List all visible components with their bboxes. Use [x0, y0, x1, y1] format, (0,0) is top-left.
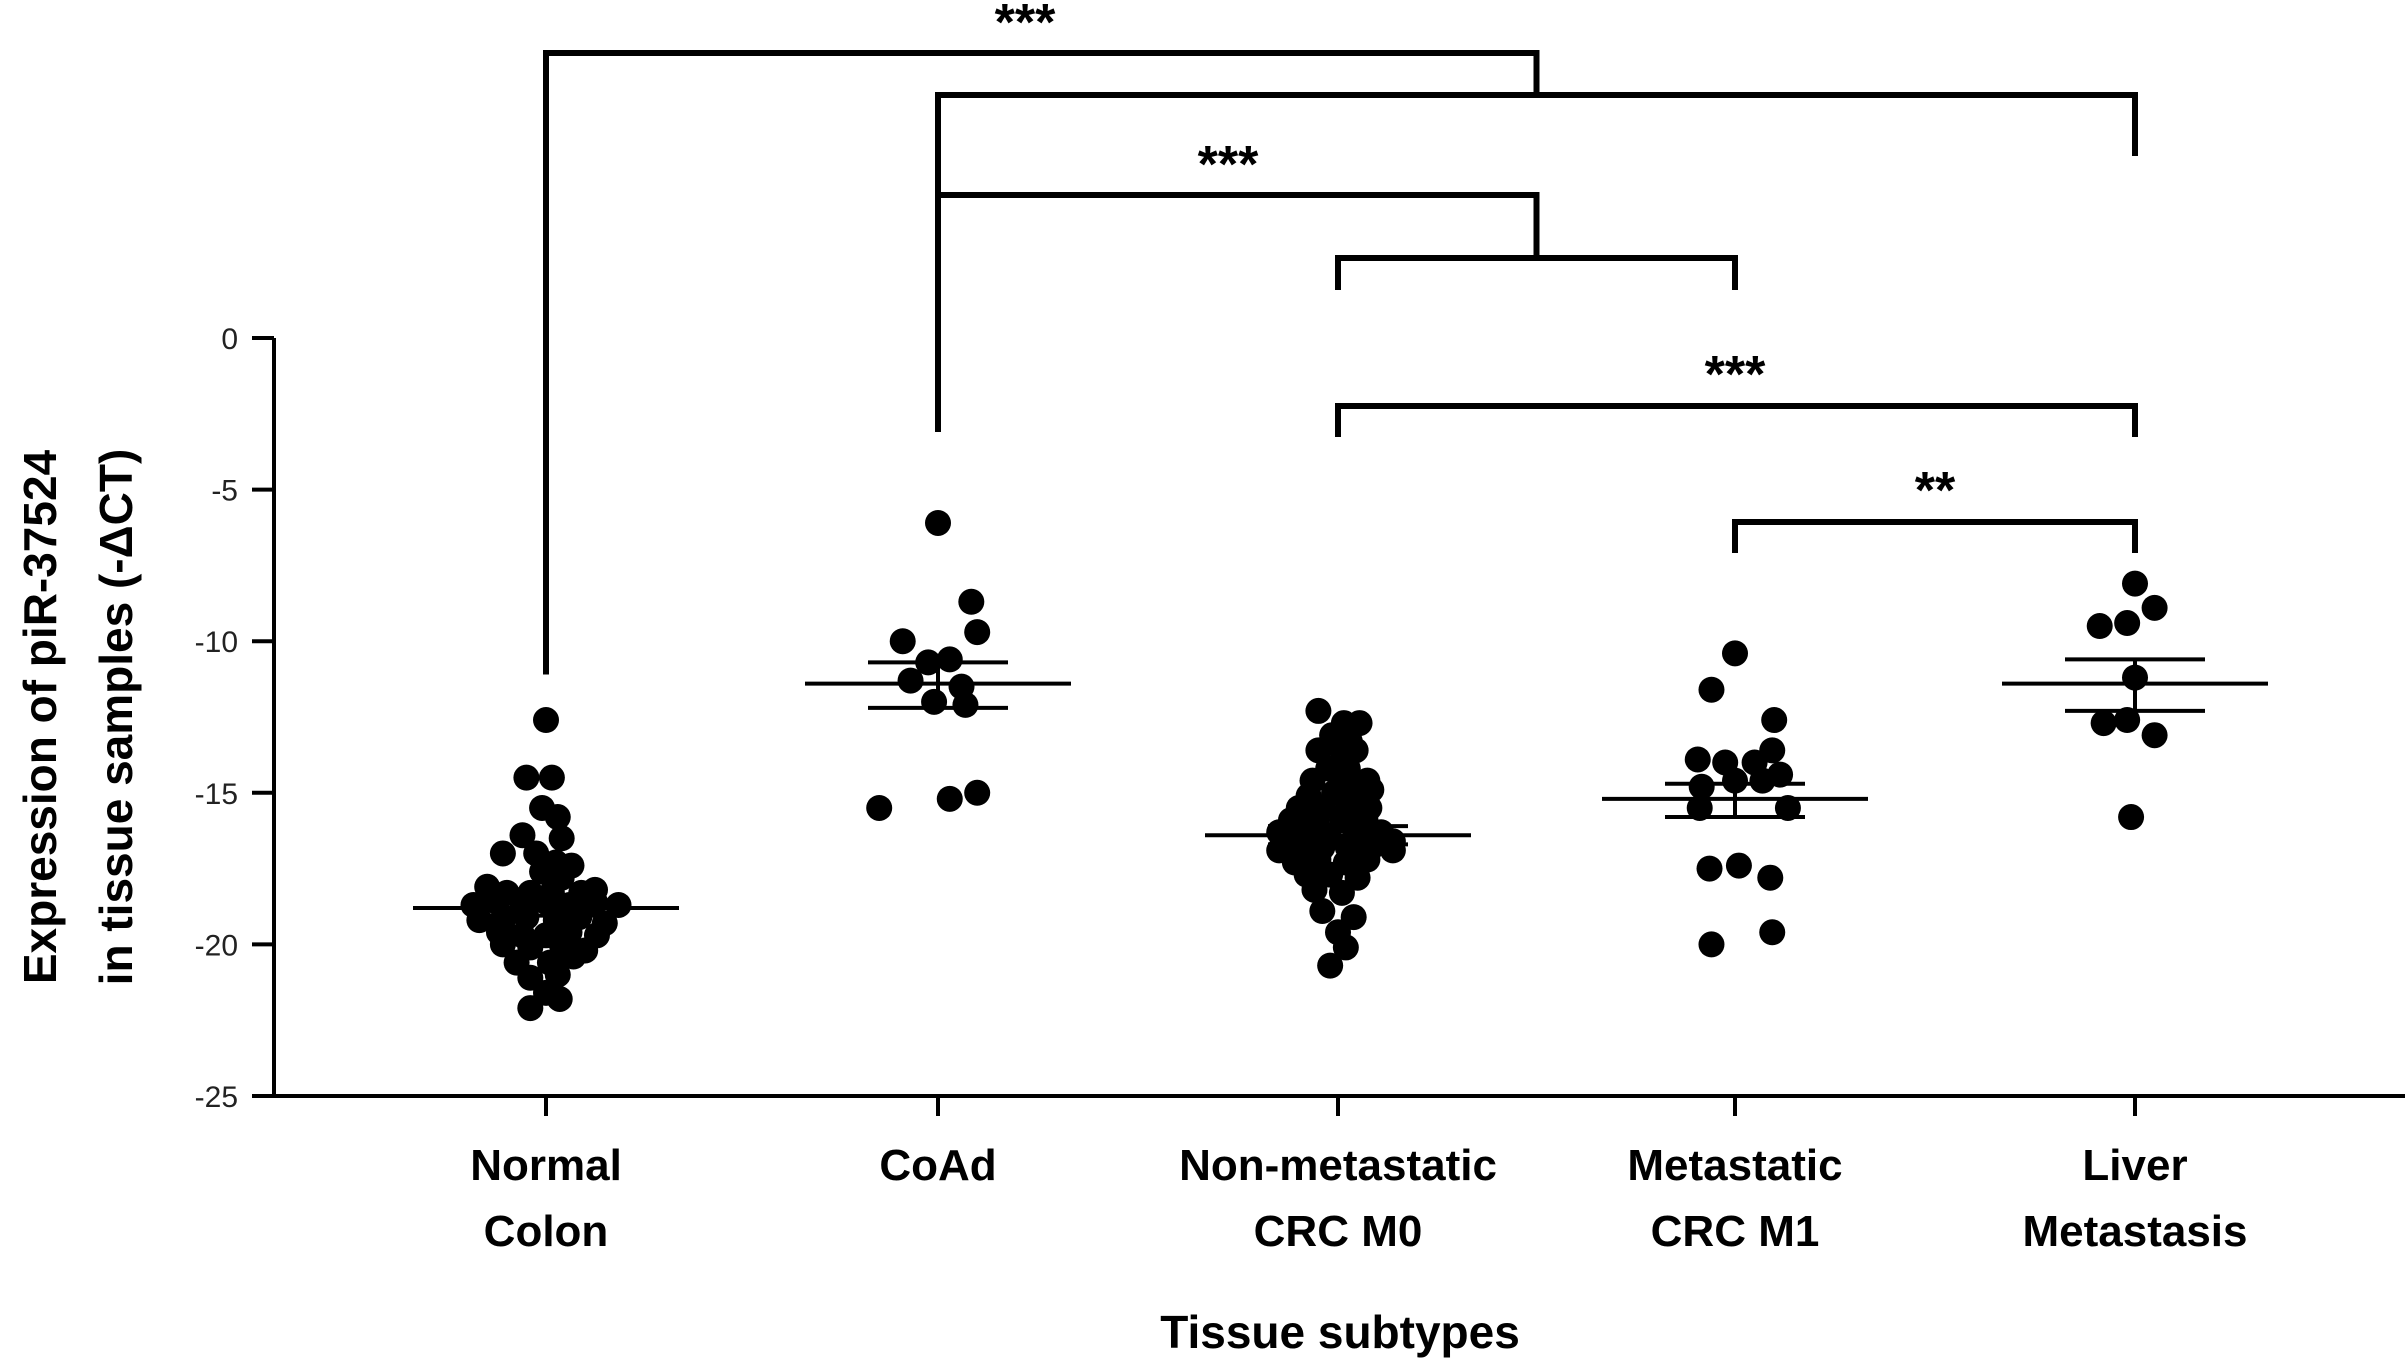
- data-point: [560, 943, 587, 970]
- data-point: [1328, 879, 1355, 906]
- bracket-line: [1732, 519, 2138, 553]
- y-tick-label: -25: [195, 1081, 238, 1114]
- data-point: [964, 619, 991, 646]
- data-point: [2141, 722, 2168, 749]
- data-point: [1684, 746, 1711, 773]
- data-point: [1698, 676, 1725, 703]
- data-point: [2086, 613, 2113, 640]
- data-point: [513, 764, 540, 791]
- significance-brackets: ***********: [543, 0, 2138, 675]
- data-point: [489, 840, 516, 867]
- data-point: [1686, 794, 1713, 821]
- category-label-line: Non-metastatic: [1179, 1141, 1497, 1190]
- data-point: [1722, 640, 1748, 667]
- data-point: [2122, 570, 2148, 597]
- data-point: [1722, 767, 1748, 794]
- data-point: [952, 691, 979, 718]
- data-point: [2114, 707, 2141, 734]
- data-point: [936, 785, 963, 812]
- significance-label: ***: [1705, 346, 1766, 404]
- data-point: [509, 822, 536, 849]
- data-point: [964, 779, 991, 806]
- y-tick-label: -20: [195, 929, 238, 962]
- category-label: CoAd: [879, 1141, 996, 1190]
- category-label-line: Liver: [2082, 1141, 2187, 1190]
- data-point: [921, 688, 948, 715]
- data-point: [1309, 898, 1336, 925]
- data-point: [548, 825, 575, 852]
- y-axis-title-line: in tissue samples (-ΔCT): [90, 449, 142, 986]
- data-point: [538, 764, 565, 791]
- data-point: [2114, 610, 2141, 637]
- mean-sem-bars: [413, 657, 2268, 918]
- bracket-line: [1335, 255, 1738, 290]
- data-point: [1317, 952, 1344, 979]
- data-point: [897, 667, 924, 694]
- bracket-line: [935, 92, 2138, 432]
- data-point: [544, 804, 571, 831]
- data-point: [517, 995, 544, 1022]
- y-tick-label: -10: [195, 626, 238, 659]
- category-label-line: CRC M0: [1254, 1207, 1423, 1256]
- data-point: [1698, 931, 1725, 958]
- x-axis-title: Tissue subtypes: [1160, 1306, 1520, 1358]
- data-point: [1757, 864, 1784, 891]
- data-point: [1332, 934, 1359, 961]
- data-point: [529, 858, 556, 885]
- y-axis-title-line: Expression of piR-37524: [14, 449, 66, 984]
- data-point: [866, 794, 893, 821]
- category-label-line: Colon: [484, 1207, 609, 1256]
- category-label-line: Metastatic: [1627, 1141, 1842, 1190]
- data-point: [2090, 710, 2117, 737]
- data-point: [2141, 594, 2168, 621]
- data-point: [1725, 852, 1752, 879]
- y-tick-label: -15: [195, 778, 238, 811]
- y-tick-label: 0: [221, 323, 238, 356]
- data-point: [1301, 876, 1328, 903]
- category-label-line: Normal: [470, 1141, 622, 1190]
- significance-label: ***: [995, 0, 1056, 52]
- data-point: [936, 646, 963, 673]
- significance-label: ***: [1198, 136, 1259, 194]
- data-point: [1761, 707, 1788, 734]
- data-point: [1774, 794, 1801, 821]
- axes: 0 -5 -10 -15 -20 -25: [195, 323, 2405, 1116]
- bracket-line: [543, 50, 1540, 675]
- category-label-line: CoAd: [879, 1141, 996, 1190]
- data-point: [1696, 855, 1723, 882]
- data-point: [1379, 837, 1406, 864]
- data-point: [533, 707, 559, 734]
- data-point: [925, 509, 951, 536]
- data-point: [1759, 919, 1786, 946]
- data-point: [1688, 773, 1715, 800]
- data-point: [1767, 761, 1794, 788]
- y-tick-label: -5: [211, 475, 238, 508]
- data-point: [1759, 737, 1786, 764]
- data-points: [460, 509, 2168, 1022]
- data-point: [1305, 697, 1332, 724]
- data-point: [489, 931, 516, 958]
- data-point: [546, 985, 573, 1012]
- y-axis-title: Expression of piR-37524 in tissue samples…: [14, 449, 142, 986]
- significance-label: **: [1915, 462, 1956, 520]
- bracket-line: [1335, 403, 2138, 437]
- bracket-line: [935, 192, 1540, 432]
- category-label-line: Metastasis: [2022, 1207, 2247, 1256]
- data-point: [2118, 804, 2145, 831]
- category-label-line: CRC M1: [1651, 1207, 1820, 1256]
- data-point: [889, 628, 916, 655]
- data-point: [958, 588, 985, 615]
